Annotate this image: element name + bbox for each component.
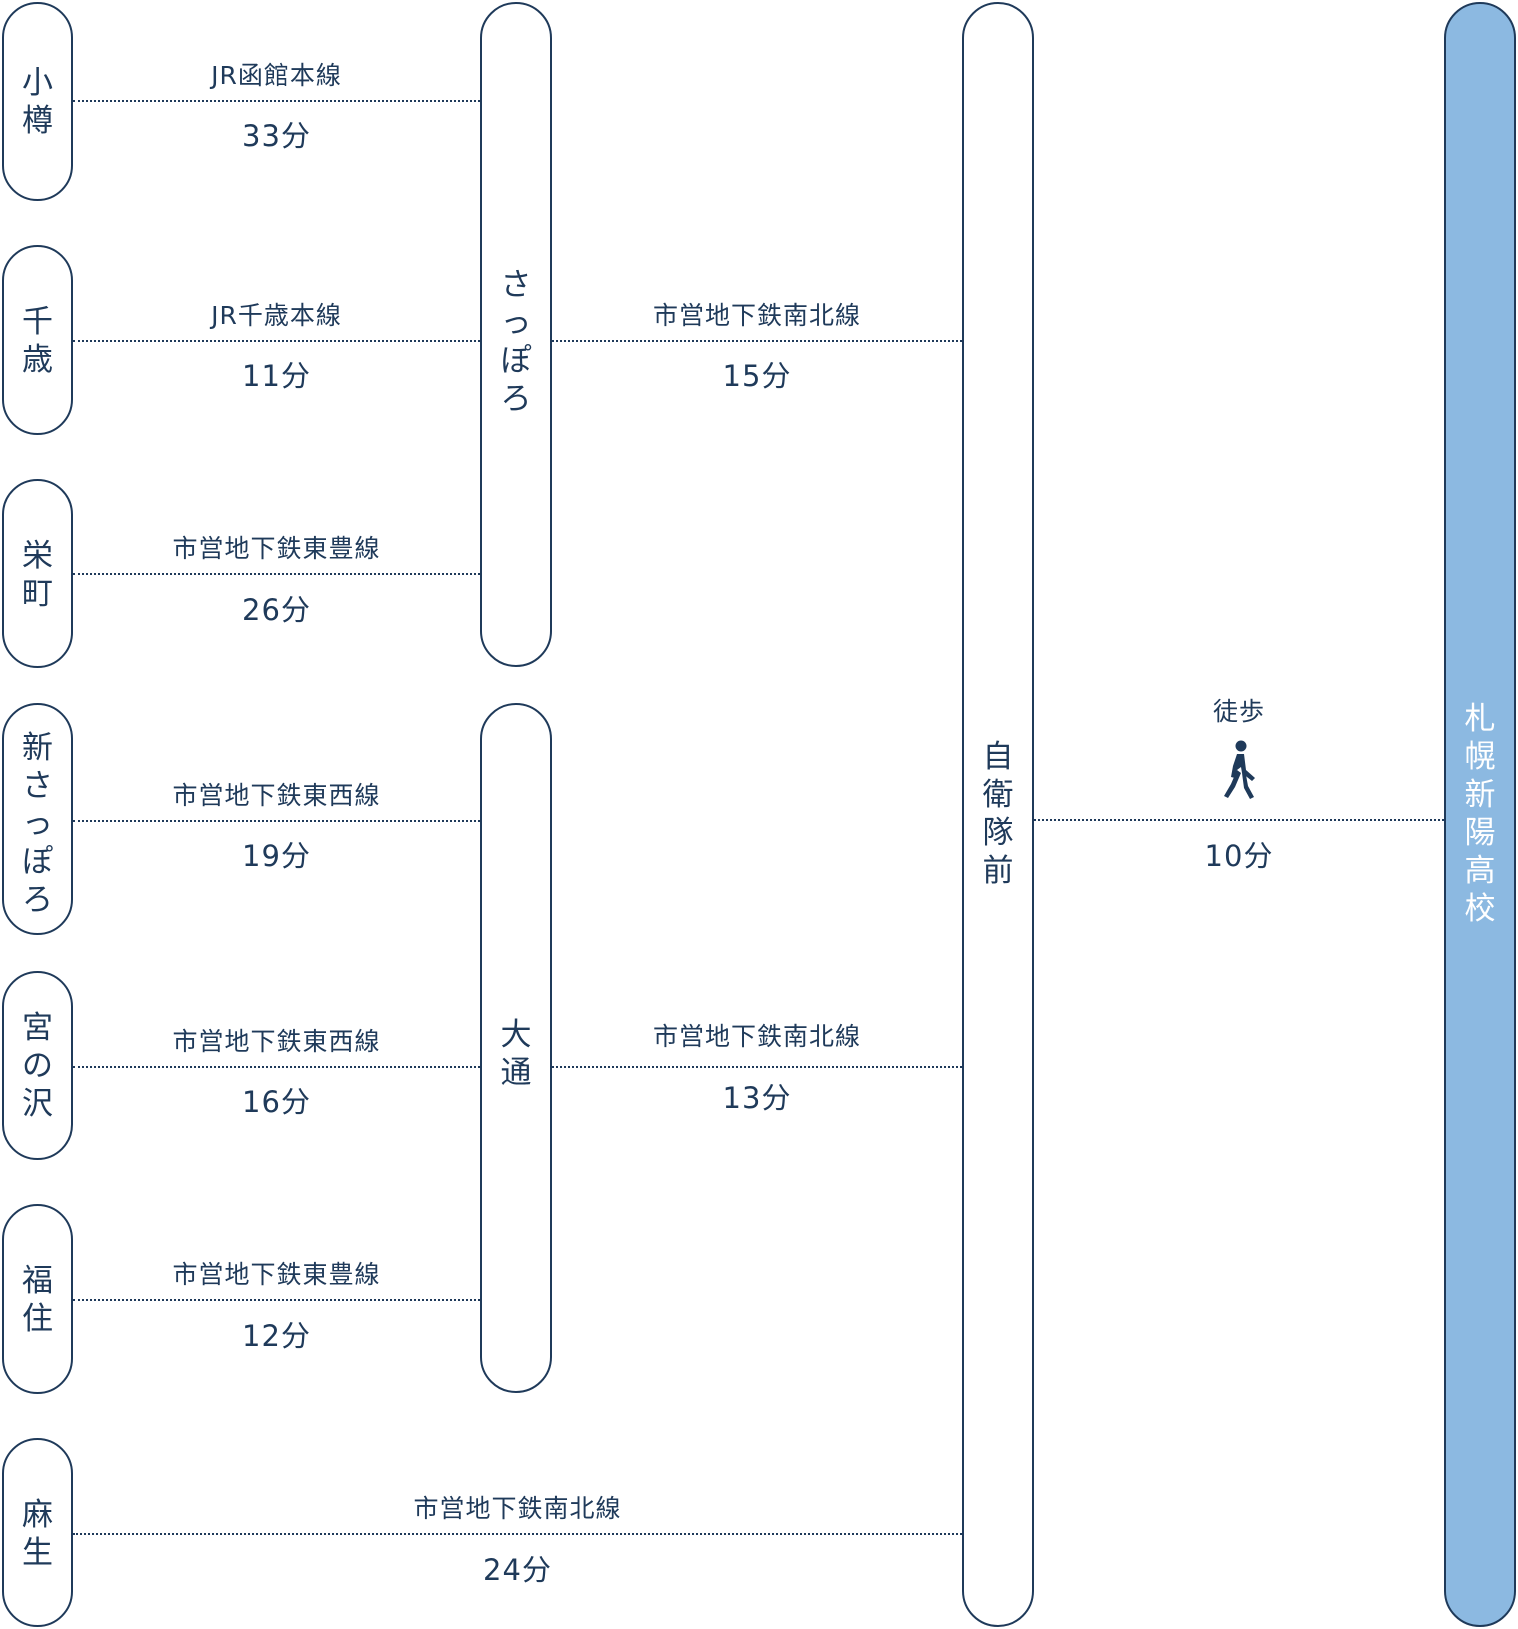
travel-time-odori: 13分 bbox=[722, 1081, 792, 1115]
line-name-asabu: 市営地下鉄南北線 bbox=[413, 1494, 622, 1523]
station-sakaemachi: 栄町 bbox=[2, 479, 73, 668]
travel-time-otaru: 33分 bbox=[242, 119, 311, 153]
line-name-miyanosawa: 市営地下鉄東西線 bbox=[172, 1027, 381, 1056]
route-line-odori bbox=[552, 1066, 962, 1068]
station-label: 麻生 bbox=[22, 1497, 53, 1571]
travel-time-fukuzumi: 12分 bbox=[242, 1319, 311, 1353]
station-miyanosawa: 宮の沢 bbox=[2, 971, 73, 1160]
travel-time-asabu: 24分 bbox=[483, 1553, 552, 1587]
walk-label: 徒歩 bbox=[1212, 697, 1265, 726]
station-chitose: 千歳 bbox=[2, 245, 73, 435]
walking-person-icon bbox=[1221, 740, 1257, 800]
station-label: 福住 bbox=[22, 1263, 53, 1337]
line-name-odori: 市営地下鉄南北線 bbox=[652, 1022, 861, 1051]
route-line-chitose bbox=[73, 340, 480, 342]
route-line-miyanosawa bbox=[73, 1066, 480, 1068]
station-label: 自衛隊前 bbox=[982, 739, 1014, 889]
station-label: 大通 bbox=[500, 1017, 532, 1091]
school-label: 札幌新陽高校 bbox=[1464, 701, 1496, 927]
travel-time-sapporo: 15分 bbox=[722, 359, 792, 393]
station-label: 小樽 bbox=[22, 65, 53, 139]
station-label: 千歳 bbox=[22, 304, 53, 378]
route-line-otaru bbox=[73, 100, 480, 102]
station-otaru: 小樽 bbox=[2, 2, 73, 201]
line-name-sapporo: 市営地下鉄南北線 bbox=[652, 301, 861, 330]
line-name-fukuzumi: 市営地下鉄東豊線 bbox=[172, 1260, 381, 1289]
route-line-shin-sapporo bbox=[73, 820, 480, 822]
station-sapporo: さっぽろ bbox=[480, 2, 552, 667]
line-name-shin-sapporo: 市営地下鉄東西線 bbox=[172, 781, 381, 810]
station-label: 宮の沢 bbox=[22, 1010, 53, 1122]
route-line-sakaemachi bbox=[73, 573, 480, 575]
station-label: さっぽろ bbox=[500, 267, 532, 417]
line-name-otaru: JR函館本線 bbox=[211, 61, 342, 90]
travel-time-sakaemachi: 26分 bbox=[242, 593, 311, 627]
travel-time-chitose: 11分 bbox=[242, 359, 311, 393]
line-name-chitose: JR千歳本線 bbox=[211, 301, 342, 330]
route-line-sapporo bbox=[552, 340, 962, 342]
station-odori: 大通 bbox=[480, 703, 552, 1393]
station-jieitaimae: 自衛隊前 bbox=[962, 2, 1034, 1627]
station-label: 栄町 bbox=[22, 538, 53, 612]
station-fukuzumi: 福住 bbox=[2, 1204, 73, 1394]
line-name-sakaemachi: 市営地下鉄東豊線 bbox=[172, 534, 381, 563]
route-line-walk bbox=[1034, 819, 1444, 821]
station-label: 新さっぽろ bbox=[22, 730, 53, 918]
station-asabu: 麻生 bbox=[2, 1438, 73, 1627]
travel-time-miyanosawa: 16分 bbox=[242, 1085, 311, 1119]
route-line-fukuzumi bbox=[73, 1299, 480, 1301]
travel-time-walk: 10分 bbox=[1204, 839, 1274, 873]
destination-school: 札幌新陽高校 bbox=[1444, 2, 1516, 1627]
route-line-asabu bbox=[73, 1533, 962, 1535]
station-shin-sapporo: 新さっぽろ bbox=[2, 703, 73, 935]
travel-time-shin-sapporo: 19分 bbox=[242, 839, 311, 873]
